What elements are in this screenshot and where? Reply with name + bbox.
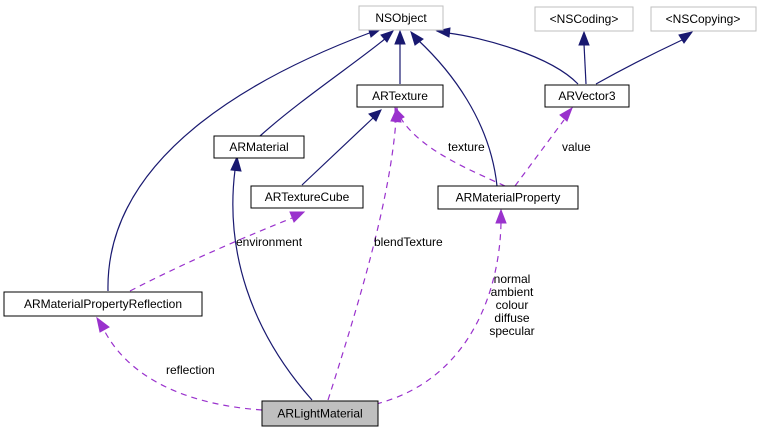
node-nscopying[interactable]: <NSCopying> [650, 6, 757, 32]
edge-arvector3-nscoding [583, 43, 587, 85]
edge-arvector3-nscopying [595, 39, 683, 85]
edge-label-colour: colour [496, 298, 529, 312]
arrowhead-usage-blendtexture [390, 106, 402, 123]
arrowhead-inherit-arlightmaterial [230, 155, 242, 172]
inheritance-edges [107, 26, 694, 401]
arrowhead-usage-value [559, 106, 573, 122]
node-armaterialpropertyreflection[interactable]: ARMaterialPropertyReflection [3, 291, 203, 317]
edge-armaterialproperty-nsobject [417, 39, 498, 187]
edge-label-texture: texture [448, 140, 485, 154]
node-nsobject[interactable]: NSObject [358, 5, 444, 31]
node-label-nscopying: <NSCopying> [666, 12, 741, 26]
node-label-artexturecube: ARTextureCube [265, 190, 350, 204]
node-label-arvector3: ARVector3 [558, 89, 615, 103]
edge-arlightmaterial-armaterial [232, 169, 313, 401]
edge-label-group: texture value environment blendTexture r… [166, 140, 591, 377]
usage-edges [96, 106, 573, 411]
arrowhead-inherit-arvector3-nscopying [678, 31, 694, 44]
edge-label-blendtexture: blendTexture [374, 235, 443, 249]
node-label-nscoding: <NSCoding> [550, 12, 619, 26]
node-armaterialproperty[interactable]: ARMaterialProperty [437, 185, 579, 210]
node-label-arlightmaterial: ARLightMaterial [277, 407, 362, 421]
arrowhead-inherit-arvector3-nscoding [578, 30, 590, 46]
edge-label-environment: environment [236, 235, 303, 249]
arrowhead-usage-material-properties [495, 208, 507, 224]
edge-label-specular: specular [489, 324, 534, 338]
arrowhead-inherit-artexturecube [368, 109, 382, 122]
node-label-nsobject: NSObject [375, 11, 427, 25]
edge-label-normal: normal [494, 272, 531, 286]
arrowhead-usage-environment [289, 211, 306, 223]
edge-label-material-properties: normal ambient colour diffuse specular [489, 272, 534, 338]
arrowhead-inherit-armaterialproperty [410, 30, 424, 46]
node-label-armaterialproperty: ARMaterialProperty [456, 191, 561, 205]
edge-armaterialproperty-artexture [399, 116, 506, 187]
edge-arlightmaterial-armaterialproperty [375, 221, 502, 405]
edge-armaterialproperty-arvector3 [514, 119, 565, 187]
node-label-armaterial: ARMaterial [229, 140, 288, 154]
edge-label-reflection: reflection [166, 363, 215, 377]
arrowhead-inherit-artexture [394, 29, 406, 45]
node-arvector3[interactable]: ARVector3 [544, 84, 630, 108]
edge-label-ambient: ambient [491, 285, 534, 299]
edge-artexturecube-artexture [301, 117, 374, 186]
node-artexture[interactable]: ARTexture [356, 84, 444, 108]
edge-armaterialpropertyreflection-nsobject [107, 31, 373, 292]
node-armaterial[interactable]: ARMaterial [213, 135, 305, 159]
node-nscoding[interactable]: <NSCoding> [534, 6, 634, 32]
node-label-artexture: ARTexture [372, 89, 428, 103]
edge-arlightmaterial-reflection [103, 329, 263, 411]
edge-arvector3-nsobject [447, 32, 579, 85]
edge-arlightmaterial-artexture [327, 119, 397, 401]
edge-reflection-artexturecube [129, 217, 293, 292]
edge-armaterial-nsobject [259, 37, 387, 137]
arrowhead-inherit-armaterial [380, 30, 395, 43]
edge-label-value: value [562, 140, 591, 154]
arrowhead-usage-reflection [96, 316, 110, 333]
edge-label-diffuse: diffuse [494, 311, 529, 325]
node-arlightmaterial[interactable]: ARLightMaterial [261, 400, 379, 427]
node-label-armaterialpropertyreflection: ARMaterialPropertyReflection [24, 297, 182, 311]
node-artexturecube[interactable]: ARTextureCube [250, 185, 364, 209]
